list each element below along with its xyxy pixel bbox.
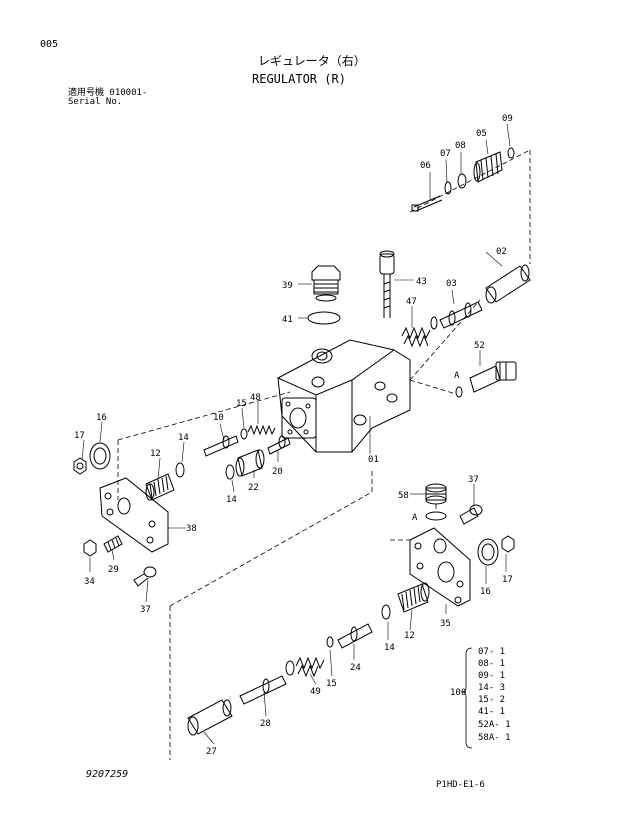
part-label: 17	[502, 575, 513, 585]
part-label: 12	[404, 631, 415, 641]
part-label: 20	[272, 467, 283, 477]
kit-list: 100 07- 1 08- 1 09- 1 14- 3 15- 2 41- 1 …	[450, 647, 511, 743]
part-17-capnut	[73, 457, 87, 475]
part-label: 01	[368, 455, 379, 465]
part-label: 58	[398, 491, 409, 501]
part-58-plug	[425, 483, 447, 505]
part-label: 06	[420, 161, 431, 171]
kit-item: 41- 1	[478, 707, 505, 717]
part-label: 37	[468, 475, 479, 485]
part-label: 09	[502, 114, 513, 124]
part-41-oring	[307, 311, 341, 325]
part-43-bolt	[379, 250, 395, 318]
part-label: 24	[350, 663, 361, 673]
part-label: 12	[150, 449, 161, 459]
part-label: A	[454, 371, 460, 381]
part-label: 05	[476, 129, 487, 139]
leader-lines	[81, 123, 511, 745]
part-label: 02	[496, 247, 507, 257]
part-label: 14	[178, 433, 189, 443]
part-label: 10	[213, 413, 224, 423]
part-labels: 01 02 03 05 06 07 08 09 10 12 12 14 14 1…	[74, 114, 513, 757]
part-22-piston	[235, 449, 265, 477]
part-label: 14	[384, 643, 395, 653]
part-49-spring	[295, 656, 325, 670]
kit-item: 07- 1	[478, 647, 505, 657]
part-16-nut-right	[477, 538, 499, 566]
kit-item: 09- 1	[478, 671, 505, 681]
part-17-capnut-right	[501, 535, 515, 553]
part-47-spring	[401, 326, 431, 340]
part-29-screw	[103, 535, 123, 553]
kit-item: 14- 3	[478, 683, 505, 693]
kit-bracket	[461, 647, 473, 749]
part-label: 39	[282, 281, 293, 291]
part-09-ring	[507, 147, 515, 159]
part-label: 03	[446, 279, 457, 289]
part-02-sleeve	[485, 264, 531, 304]
part-label: 15	[326, 679, 337, 689]
part-label: 49	[310, 687, 321, 697]
part-16-nut	[89, 442, 111, 470]
part-52-sensor	[455, 361, 517, 398]
part-label: 38	[186, 524, 197, 534]
part-27-sleeve	[187, 699, 233, 736]
part-label: 43	[416, 277, 427, 287]
part-label: 08	[455, 141, 466, 151]
part-28-spool	[239, 675, 287, 705]
part-07-ring	[444, 181, 452, 195]
part-14-ring	[175, 462, 185, 478]
serial-english: Serial No.	[68, 97, 123, 107]
part-38-cover	[99, 477, 169, 553]
part-label: 41	[282, 315, 293, 325]
part-10-shaft	[203, 435, 239, 457]
part-label: A	[412, 513, 418, 523]
part-label: 47	[406, 297, 417, 307]
part-35-cover	[409, 527, 471, 607]
part-label: 16	[480, 587, 491, 597]
title-english: REGULATOR (R)	[252, 72, 346, 86]
assembly-lines	[117, 149, 531, 760]
part-37-bolt-left	[133, 566, 157, 587]
part-label: 28	[260, 719, 271, 729]
kit-item: 58A- 1	[478, 733, 511, 743]
part-12-screw-right	[397, 582, 430, 613]
part-label: 34	[84, 577, 95, 587]
part-label: 07	[440, 149, 451, 159]
part-34-nut	[83, 539, 97, 557]
part-01-body	[277, 339, 411, 453]
serial-japanese: 適用号機 010001-	[68, 88, 148, 98]
part-12-screw	[145, 473, 175, 501]
part-05-piston	[473, 151, 503, 183]
part-label: 14	[226, 495, 237, 505]
part-label: 17	[74, 431, 85, 441]
part-label: 52	[474, 341, 485, 351]
part-37-bolt-right	[459, 504, 483, 525]
part-label: 29	[108, 565, 119, 575]
page-code: 005	[40, 39, 59, 50]
part-39-plug	[311, 265, 341, 302]
part-label: 37	[140, 605, 151, 615]
part-label: 22	[248, 483, 259, 493]
part-20-pin	[267, 435, 291, 455]
part-48-spring	[247, 424, 276, 436]
part-15-ring	[240, 428, 248, 440]
part-label: 48	[250, 393, 261, 403]
part-14-ring-right	[381, 604, 391, 620]
drawing-number: 9207259	[86, 769, 129, 780]
kit-item: 15- 2	[478, 695, 505, 705]
part-label: 15	[236, 399, 247, 409]
part-label: 35	[440, 619, 451, 629]
part-08-ring	[457, 173, 467, 189]
title-japanese: レギュレータ（右）	[258, 54, 366, 68]
part-label: 16	[96, 413, 107, 423]
kit-item: 08- 1	[478, 659, 505, 669]
page-reference: P1HD-E1-6	[436, 780, 485, 790]
kit-item: 52A- 1	[478, 720, 511, 730]
part-label: 27	[206, 747, 217, 757]
kit-number: 100	[450, 688, 466, 698]
part-03-spool	[439, 301, 483, 329]
part-24-pin	[337, 623, 373, 649]
